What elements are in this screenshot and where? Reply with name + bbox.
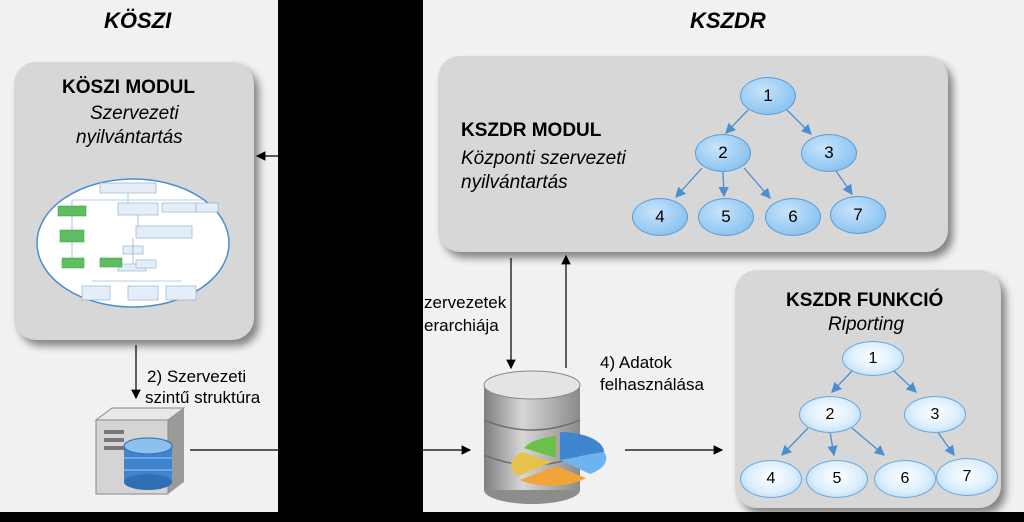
funkcio-tree-node-3: 3 [904,396,966,433]
kszdr-tree-node-1: 1 [740,77,796,115]
kszdr-modul-subtitle-1: Központi szervezeti [461,148,626,169]
funkcio-tree-node-7: 7 [936,458,998,496]
kszdr-tree-node-6: 6 [765,198,821,236]
structure-label-1: 2) Szervezeti [147,367,247,386]
kszdr-modul-subtitle-2: nyilvántartás [461,172,568,193]
koszi-modul-subtitle-2: nyilvántartás [76,127,183,148]
koszi-modul-title: KÖSZI MODUL [62,77,195,98]
funkcio-tree-node-2: 2 [799,396,861,433]
kszdr-funkcio-subtitle: Riporting [828,314,905,335]
kszdr-tree-node-4: 4 [632,198,688,236]
koszi-modul-subtitle-1: Szervezeti [90,103,179,124]
hierarchy-label-1: zervezetek [424,293,507,312]
usage-label-2: felhasználása [600,375,704,394]
kszdr-tree-node-2: 2 [695,134,751,172]
usage-label-1: 4) Adatok [600,353,672,372]
kszdr-tree-node-7: 7 [830,196,886,234]
kszdr-panel-title: KSZDR [690,8,766,33]
structure-label-2: szintű struktúra [145,388,261,407]
kszdr-funkcio-title: KSZDR FUNKCIÓ [786,290,944,311]
funkcio-tree-node-5: 5 [806,460,868,498]
funkcio-tree-node-1: 1 [842,341,904,376]
kszdr-modul-title: KSZDR MODUL [461,120,602,141]
funkcio-tree-node-4: 4 [740,460,802,498]
funkcio-tree-node-6: 6 [874,460,936,498]
hierarchy-label-2: erarchiája [424,316,499,335]
kszdr-tree-node-3: 3 [801,134,857,172]
kszdr-tree-node-5: 5 [698,198,754,236]
koszi-panel-title: KÖSZI [104,8,172,33]
